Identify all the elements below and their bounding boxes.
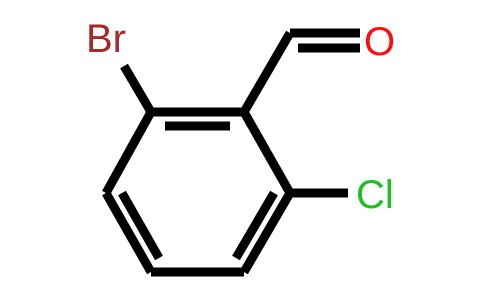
bond-ring-top-right-right [240, 109, 294, 196]
bonds [102, 28, 360, 277]
oxygen-label: O [364, 20, 395, 64]
bond-ring-to-bromine [120, 63, 155, 115]
bond-ring-left-top-left [102, 109, 155, 196]
bond-ring-right-bottom-right-inner [232, 190, 278, 261]
bromine-label: Br [86, 17, 126, 61]
bond-ring-right-bottom-right [240, 190, 294, 275]
bond-ring-bottom-left-left [102, 190, 155, 275]
bond-ring-to-aldehyde-carbon [240, 30, 294, 115]
chlorine-label: Cl [356, 173, 394, 217]
bond-ring-bottom-left-left-inner [118, 190, 163, 261]
